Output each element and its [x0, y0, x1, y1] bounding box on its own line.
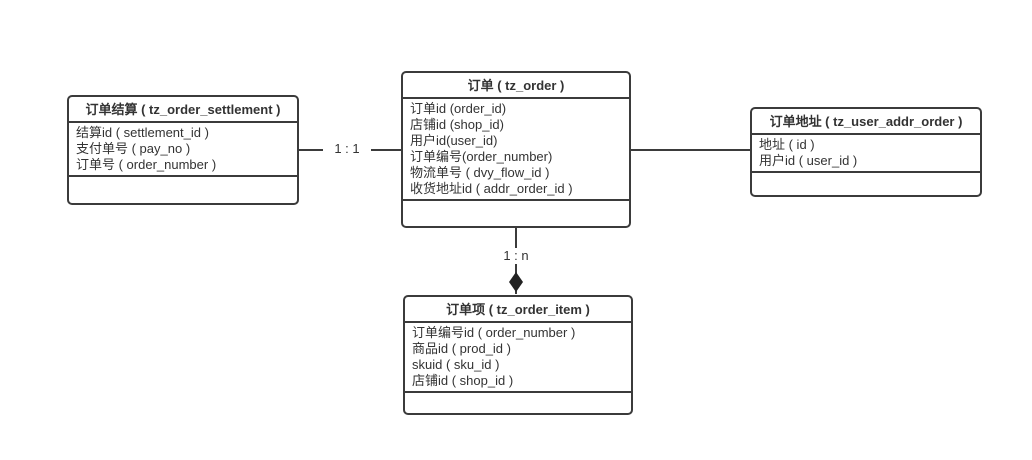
entity-fields: 订单编号id ( order_number ) 商品id ( prod_id )…: [405, 323, 631, 393]
entity-order-settlement: 订单结算 ( tz_order_settlement ) 结算id ( sett…: [67, 95, 299, 205]
entity-order-address: 订单地址 ( tz_user_addr_order ) 地址 ( id ) 用户…: [750, 107, 982, 197]
relation-label-one-to-many: 1 : n: [492, 248, 540, 264]
entity-field: 订单号 ( order_number ): [76, 157, 217, 172]
entity-field: 地址 ( id ): [759, 137, 815, 152]
entity-field: 用户id ( user_id ): [759, 153, 858, 168]
entity-field: 用户id(user_id): [410, 133, 498, 148]
entity-title: 订单 ( tz_order ): [403, 73, 629, 99]
relation-label-one-to-one: 1 : 1: [323, 141, 371, 157]
diamond-arrow-icon: [509, 272, 523, 292]
entity-order-item: 订单项 ( tz_order_item ) 订单编号id ( order_num…: [403, 295, 633, 415]
connector-order-address: [631, 149, 750, 151]
entity-order: 订单 ( tz_order ) 订单id (order_id) 店铺id (sh…: [401, 71, 631, 228]
entity-field: 支付单号 ( pay_no ): [76, 141, 191, 156]
entity-field: 店铺id ( shop_id ): [412, 373, 514, 388]
entity-empty-section: [403, 201, 629, 226]
entity-empty-section: [752, 173, 980, 195]
entity-field: 收货地址id ( addr_order_id ): [410, 181, 573, 196]
entity-title: 订单地址 ( tz_user_addr_order ): [752, 109, 980, 135]
entity-field: skuid ( sku_id ): [412, 357, 500, 372]
entity-field: 物流单号 ( dvy_flow_id ): [410, 165, 550, 180]
entity-field: 店铺id (shop_id): [410, 117, 504, 132]
entity-fields: 订单id (order_id) 店铺id (shop_id) 用户id(user…: [403, 99, 629, 201]
entity-empty-section: [69, 177, 297, 203]
entity-field: 订单编号id ( order_number ): [412, 325, 576, 340]
entity-title: 订单结算 ( tz_order_settlement ): [69, 97, 297, 123]
entity-title: 订单项 ( tz_order_item ): [405, 297, 631, 323]
entity-fields: 结算id ( settlement_id ) 支付单号 ( pay_no ) 订…: [69, 123, 297, 177]
entity-empty-section: [405, 393, 631, 413]
entity-field: 订单编号(order_number): [410, 149, 553, 164]
entity-field: 订单id (order_id): [410, 101, 507, 116]
entity-field: 结算id ( settlement_id ): [76, 125, 209, 140]
entity-fields: 地址 ( id ) 用户id ( user_id ): [752, 135, 980, 173]
entity-field: 商品id ( prod_id ): [412, 341, 511, 356]
